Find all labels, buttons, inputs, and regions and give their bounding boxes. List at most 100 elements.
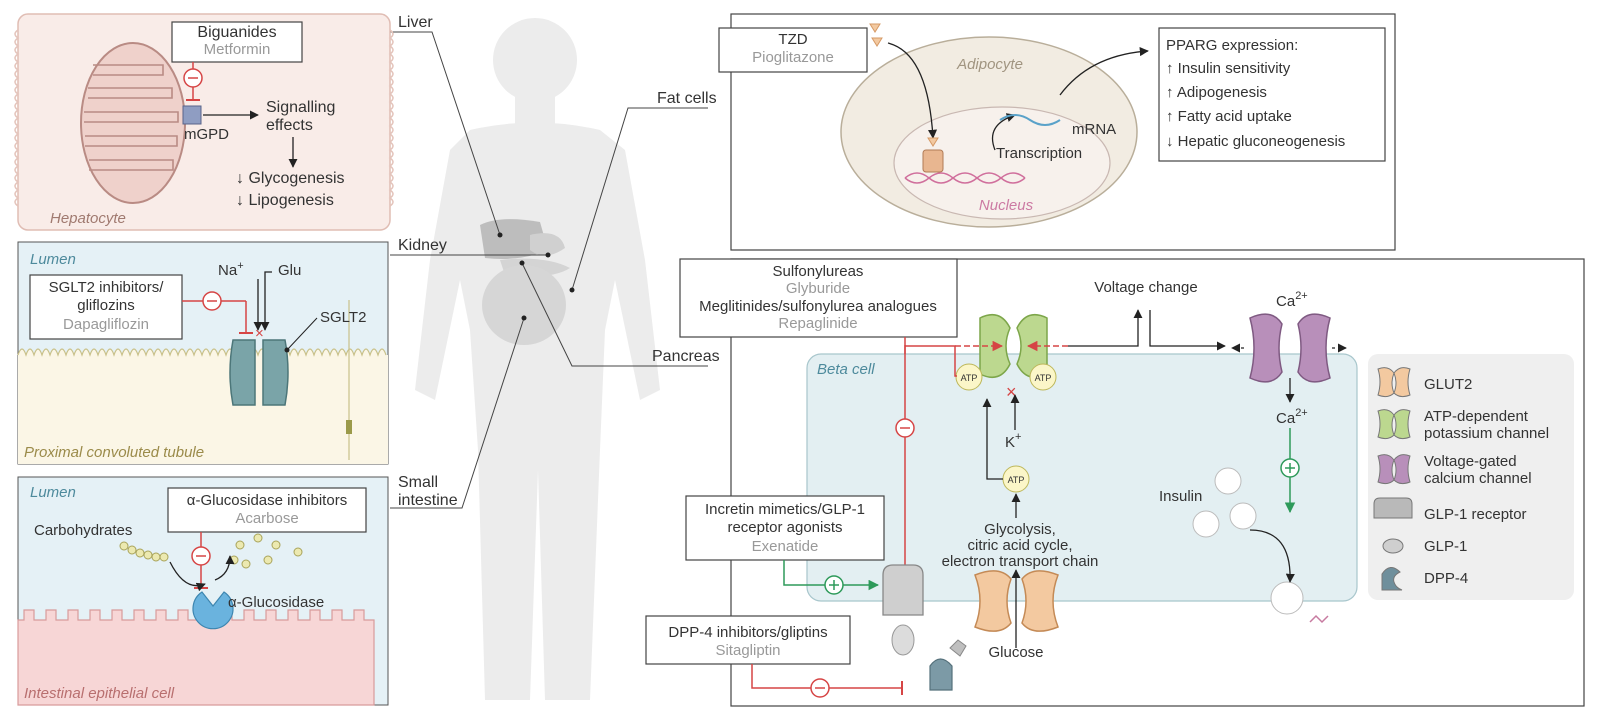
sglt2-class-1: SGLT2 inhibitors/ — [49, 279, 165, 296]
transcription-label: Transcription — [996, 145, 1082, 162]
glucosidase-label: α-Glucosidase — [228, 594, 324, 611]
glp1-receptor — [882, 564, 924, 616]
biguanides-box — [171, 21, 303, 63]
atp-circle — [1029, 363, 1057, 391]
dna-strand — [904, 172, 1026, 184]
glp1-icon — [1382, 538, 1404, 554]
leader-dots — [497, 232, 575, 321]
intestine-organ — [482, 265, 566, 345]
kidney-lumen-label: Lumen — [30, 251, 76, 268]
human-silhouette — [415, 18, 660, 700]
incretin-label-2: receptor agonists — [727, 519, 842, 536]
mrna-strand — [999, 114, 1061, 126]
tzd-box — [718, 27, 868, 73]
incretin-box — [685, 495, 885, 561]
glut2-transporter — [974, 570, 1012, 632]
metabolism-2: citric acid cycle, — [967, 537, 1072, 554]
tzd-label: TZD — [778, 31, 807, 48]
glucose-label: Glu — [278, 262, 301, 279]
katp-channel-icon — [1377, 409, 1411, 440]
hepatocyte-panel — [14, 13, 394, 231]
sglt2-label: SGLT2 — [320, 309, 366, 326]
body-label-small-2: intestine — [398, 492, 458, 509]
repaglinide-label: Repaglinide — [778, 315, 857, 332]
intestine-lumen-label: Lumen — [30, 484, 76, 501]
ppar-title: PPARG expression: — [1166, 37, 1298, 54]
legend-box — [1368, 354, 1574, 600]
body-label-fat-cells: Fat cells — [657, 90, 717, 107]
atp-text-bottom: ATP — [1008, 475, 1025, 485]
calcium-inside-label: Ca2+ — [1276, 407, 1308, 427]
metabolism-3: electron transport chain — [942, 553, 1099, 570]
carbohydrates-label: Carbohydrates — [34, 522, 132, 539]
hepatocyte-label: Hepatocyte — [50, 210, 126, 227]
lipogenesis-label: ↓ Lipogenesis — [236, 192, 334, 209]
tubule-label: Proximal convoluted tubule — [24, 444, 204, 461]
glut2-icon — [1377, 367, 1411, 398]
sulfonylurea-box — [679, 258, 958, 338]
stomach-organ — [530, 233, 565, 256]
organs — [480, 219, 570, 345]
legend-label-glp1r: GLP-1 receptor — [1424, 506, 1527, 523]
calcium-outside-label: Ca2+ — [1276, 290, 1308, 310]
legend-label-katp-1: ATP-dependent — [1424, 408, 1529, 425]
intestine-panel — [17, 476, 389, 706]
sglt2-transporter — [229, 339, 256, 406]
body-label-kidney: Kidney — [398, 237, 447, 254]
legend-label-katp-2: potassium channel — [1424, 425, 1549, 442]
body-label-liver: Liver — [398, 14, 433, 31]
sitagliptin-label: Sitagliptin — [715, 642, 780, 659]
mrna-label: mRNA — [1072, 121, 1116, 138]
glucosidase-class: α-Glucosidase inhibitors — [187, 492, 347, 509]
block-mark: × — [1006, 382, 1017, 402]
legend-label-cav-2: calcium channel — [1424, 470, 1532, 487]
kidney-panel: × — [17, 241, 389, 465]
mgpd-label: mGPD — [184, 126, 229, 143]
dapagliflozin-label: Dapagliflozin — [63, 316, 149, 333]
meglitinides-label: Meglitinides/sulfonylurea analogues — [699, 298, 937, 315]
signalling-label: Signalling — [266, 99, 335, 116]
metformin-label: Metformin — [204, 41, 271, 58]
sglt2-class-2: gliflozins — [77, 297, 135, 314]
nucleus — [893, 106, 1111, 220]
glucose-label: Glucose — [988, 644, 1043, 661]
glyburide-label: Glyburide — [786, 280, 850, 297]
exenatide-label: Exenatide — [752, 538, 819, 555]
ppar-receptor — [922, 149, 944, 173]
ppar-effect-2: ↑ Adipogenesis — [1166, 84, 1267, 101]
pancreas-panel: × — [645, 258, 1585, 707]
dpp4-enzyme — [929, 658, 953, 691]
incretin-label-1: Incretin mimetics/GLP-1 — [705, 501, 865, 518]
dpp4-inhibitor-box — [645, 615, 851, 665]
ppar-effects-box — [1158, 27, 1386, 162]
biguanides-label: Biguanides — [197, 24, 276, 41]
mitochondrion — [80, 42, 186, 204]
glucosidase-inhibitor-box — [167, 487, 367, 533]
glucosidase-enzyme — [192, 591, 234, 630]
sulfonylureas-label: Sulfonylureas — [773, 263, 864, 280]
nucleus-label: Nucleus — [979, 197, 1034, 214]
atp-text-left: ATP — [961, 373, 978, 383]
legend-label-dpp4: DPP-4 — [1424, 570, 1468, 587]
sodium-label: Na+ — [218, 260, 244, 279]
body-label-small-1: Small — [398, 474, 438, 491]
acarbose-label: Acarbose — [235, 510, 298, 527]
dpp4-icon — [1381, 567, 1403, 591]
calcium-channel-icon — [1377, 454, 1411, 485]
insulin-label: Insulin — [1159, 488, 1202, 505]
atp-circle — [955, 363, 983, 391]
carbohydrate-chain — [119, 541, 169, 562]
dpp4-class-label: DPP-4 inhibitors/gliptins — [668, 624, 827, 641]
calcium-channel — [1249, 313, 1283, 383]
adipocyte-panel — [718, 13, 1396, 251]
leader-lines — [390, 31, 708, 509]
voltage-change-label: Voltage change — [1094, 279, 1197, 296]
block-mark: × — [255, 325, 264, 342]
legend-label-cav-1: Voltage-gated — [1424, 453, 1517, 470]
beta-cell-label: Beta cell — [817, 361, 875, 378]
glp1-ligand — [891, 624, 915, 656]
glp1-receptor-icon — [1373, 497, 1413, 519]
mgpd-protein — [182, 105, 202, 125]
ppar-effect-3: ↑ Fatty acid uptake — [1166, 108, 1292, 125]
effects-label: effects — [266, 117, 313, 134]
